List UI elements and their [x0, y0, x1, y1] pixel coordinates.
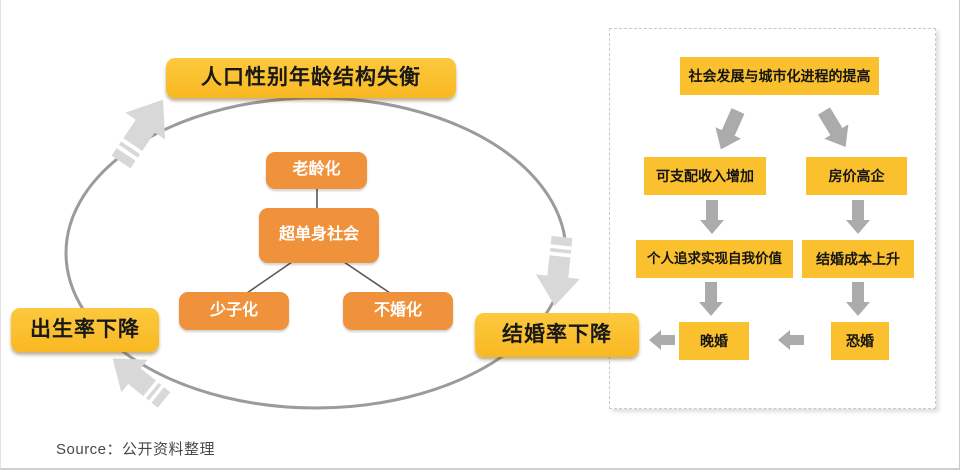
connector-line — [343, 261, 391, 294]
cycle-arrow-down-icon — [535, 235, 580, 306]
cycle-arrow-up-left-icon — [112, 358, 171, 408]
node-aging: 老龄化 — [266, 152, 367, 189]
node-social-development-urbanization: 社会发展与城市化进程的提高 — [680, 57, 879, 95]
node-pursuit-of-self-value: 个人追求实现自我价值 — [636, 240, 793, 278]
node-population-structure-imbalance: 人口性别年龄结构失衡 — [166, 58, 456, 98]
node-marriage-cost-rise: 结婚成本上升 — [802, 240, 914, 278]
node-super-single-society: 超单身社会 — [259, 208, 379, 263]
source-note: Source：公开资料整理 — [56, 441, 216, 458]
connector-line — [246, 261, 293, 294]
node-birth-rate-decline: 出生率下降 — [11, 308, 159, 352]
node-disposable-income-increase: 可支配收入增加 — [644, 157, 766, 195]
node-late-marriage: 晚婚 — [679, 322, 749, 360]
node-fear-of-marriage: 恐婚 — [831, 322, 889, 360]
cycle-arrow-up-right-icon — [110, 99, 166, 169]
node-high-housing-prices: 房价高企 — [806, 157, 907, 195]
node-non-marriage: 不婚化 — [343, 292, 453, 330]
node-marriage-rate-decline: 结婚率下降 — [475, 313, 639, 357]
node-fewer-children: 少子化 — [179, 292, 289, 330]
